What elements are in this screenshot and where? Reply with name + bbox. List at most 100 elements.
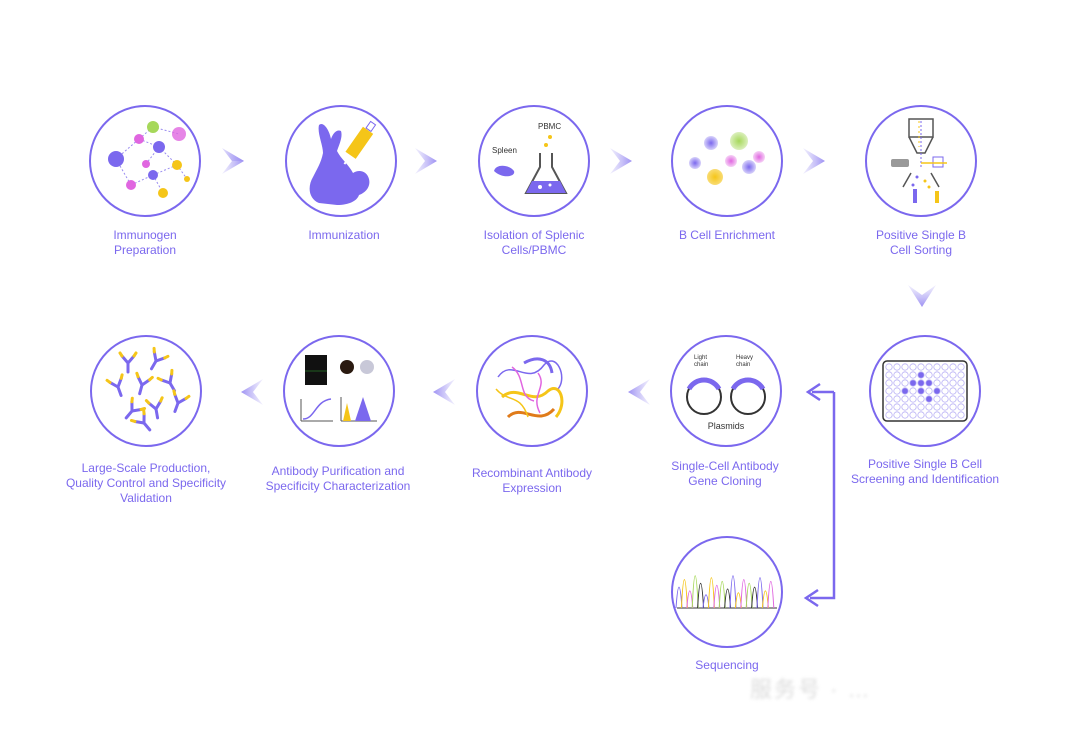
plate-well: [909, 371, 917, 379]
plate-well: [949, 411, 957, 419]
arrow-8: [241, 379, 263, 405]
antibody-icon: [135, 371, 154, 396]
step-production-circle: [90, 335, 202, 447]
plate-well: [917, 395, 925, 403]
antibody-icon: [144, 396, 164, 420]
plate-well: [949, 379, 957, 387]
chromatogram-peak: [718, 581, 726, 609]
step-immunogen-preparation-circle: [89, 105, 201, 217]
plate-well: [917, 371, 925, 379]
cell-cluster-icon: [689, 132, 765, 185]
plate-well: [941, 379, 949, 387]
chromatogram-icon: [675, 575, 777, 609]
plate-well: [925, 371, 933, 379]
chromatogram-peak: [729, 575, 737, 609]
antibody-icon: [105, 373, 124, 397]
plate-well: [901, 387, 909, 395]
plate-well: [933, 403, 941, 411]
plate-well: [885, 403, 893, 411]
arrow-6: [628, 379, 650, 405]
plate-well: [933, 411, 941, 419]
chromatogram-peak: [691, 575, 699, 609]
step-cell-sorting-label: Positive Single B Cell Sorting: [875, 228, 967, 257]
plate-well: [933, 363, 941, 371]
plate-well: [917, 403, 925, 411]
characterization-charts-icon: [300, 355, 377, 422]
arrow-3: [610, 148, 632, 174]
chromatogram-peak: [745, 583, 753, 609]
plate-well: [941, 395, 949, 403]
step-screening-label: Positive Single B Cell Screening and Ide…: [850, 457, 1000, 486]
plate-well: [957, 387, 965, 395]
step-expression-circle: [476, 335, 588, 447]
plate-well: [901, 379, 909, 387]
plate-well: [909, 411, 917, 419]
plate-well: [893, 363, 901, 371]
plate-well: [893, 379, 901, 387]
antibody-icon: [118, 351, 138, 374]
plate-well: [901, 371, 909, 379]
arrow-1: [222, 148, 244, 174]
chromatogram-peak: [697, 583, 705, 609]
plate-well: [941, 411, 949, 419]
plate-well: [941, 403, 949, 411]
plate-well: [925, 363, 933, 371]
plate-well: [917, 411, 925, 419]
step-b-cell-enrichment-circle: [671, 105, 783, 217]
plate-well: [941, 371, 949, 379]
plate-well: [957, 371, 965, 379]
step-isolation-label: Isolation of Splenic Cells/PBMC: [483, 228, 585, 257]
plate-well: [901, 363, 909, 371]
plate-well: [909, 403, 917, 411]
heavy-chain-text: Heavy: [736, 355, 753, 361]
antibody-icon: [150, 346, 170, 371]
sequencing-connector: [810, 392, 836, 600]
arrow-7: [433, 379, 455, 405]
plate-well: [909, 387, 917, 395]
flow-sorter-icon: [891, 118, 947, 203]
step-screening-circle: [869, 335, 981, 447]
chromatogram-peak: [740, 579, 748, 609]
step-immunogen-preparation-label: Immunogen Preparation: [113, 228, 177, 257]
plate-well: [917, 387, 925, 395]
antibodies-icon: [105, 346, 191, 432]
plate-well: [925, 379, 933, 387]
step-b-cell-enrichment-label: B Cell Enrichment: [678, 228, 776, 242]
arrow-5: [908, 285, 936, 307]
step-immunization-label: Immunization: [308, 228, 380, 242]
antibody-icon: [172, 389, 191, 413]
step-sequencing-circle: [671, 536, 783, 648]
svg-text:chain: chain: [694, 362, 708, 368]
step-sequencing-label: Sequencing: [695, 658, 759, 672]
plate-well: [941, 363, 949, 371]
plate-well: [893, 395, 901, 403]
plate-well: [893, 371, 901, 379]
plate-well: [885, 411, 893, 419]
plate-well: [893, 411, 901, 419]
plate-well: [949, 363, 957, 371]
plate-well: [901, 411, 909, 419]
plate-well: [933, 387, 941, 395]
plate-well: [941, 387, 949, 395]
plate-well: [917, 363, 925, 371]
plate-well: [885, 387, 893, 395]
plate-well: [885, 379, 893, 387]
chromatogram-peak: [756, 577, 764, 609]
protein-structure-icon: [495, 357, 564, 419]
plate-well: [885, 371, 893, 379]
flask-spleen-icon: Spleen PBMC: [492, 122, 568, 194]
plate-well: [917, 379, 925, 387]
molecule-network-icon: [108, 121, 190, 198]
step-expression-label: Recombinant Antibody Expression: [471, 466, 593, 495]
plate-well: [949, 395, 957, 403]
plate-well: [949, 403, 957, 411]
plate-well: [925, 403, 933, 411]
svg-text:chain: chain: [736, 362, 750, 368]
pbmc-text: PBMC: [538, 122, 561, 131]
plate-well: [893, 403, 901, 411]
plate-well: [949, 387, 957, 395]
plate-well: [893, 387, 901, 395]
plate-well: [933, 395, 941, 403]
plate-well: [925, 395, 933, 403]
plate-well: [885, 395, 893, 403]
